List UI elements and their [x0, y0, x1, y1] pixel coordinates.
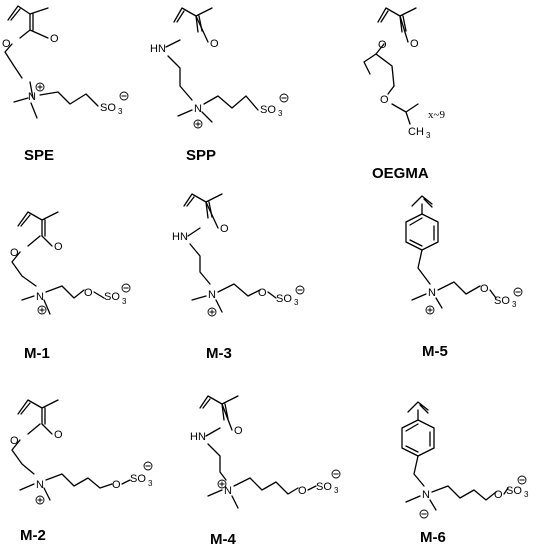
atom-hn: HN — [150, 43, 166, 55]
label-spe: SPE — [24, 147, 54, 164]
atom-o: O — [54, 241, 63, 253]
molecule-oegma: O O O CH 3 x~9 — [363, 7, 445, 140]
atom-so3-sub: 3 — [122, 297, 127, 306]
molecule-spp: O HN N SO 3 — [150, 7, 289, 129]
atom-o-link: O — [298, 485, 307, 497]
atom-hn: HN — [172, 231, 188, 243]
atom-hn: HN — [190, 431, 206, 443]
atom-so3-sub: 3 — [148, 479, 153, 488]
atom-so3: SO — [506, 485, 522, 497]
atom-o-link: O — [112, 479, 121, 491]
atom-n: N — [194, 103, 202, 115]
label-m5: M-5 — [422, 343, 448, 360]
atom-n: N — [28, 91, 36, 103]
atom-o: O — [380, 94, 389, 106]
atom-o-link: O — [84, 287, 93, 299]
atom-o-link: O — [480, 283, 489, 295]
repeat-count: x~9 — [428, 109, 445, 121]
atom-so3-sub: 3 — [512, 300, 517, 309]
atom-o: O — [10, 435, 19, 447]
atom-n: N — [36, 291, 44, 303]
atom-ch3-sub: 3 — [426, 131, 431, 140]
atom-o: O — [220, 223, 229, 235]
atom-o-link: O — [258, 287, 267, 299]
molecule-m6: N O SO 3 — [401, 401, 529, 519]
label-m2: M-2 — [20, 527, 46, 544]
atom-o-link: O — [494, 489, 503, 501]
atom-so3: SO — [494, 295, 510, 307]
atom-o: O — [410, 38, 419, 50]
atom-n: N — [428, 287, 436, 299]
atom-so3: SO — [104, 291, 120, 303]
atom-so3-sub: 3 — [334, 486, 339, 495]
label-m3: M-3 — [206, 345, 232, 362]
label-m6: M-6 — [420, 529, 446, 546]
label-m4: M-4 — [210, 531, 236, 548]
atom-n: N — [36, 479, 44, 491]
molecule-m1: O O N O SO 3 — [10, 211, 131, 315]
atom-ch3: CH — [408, 126, 424, 138]
atom-so3-sub: 3 — [278, 109, 283, 118]
atom-so3-sub: 3 — [294, 298, 299, 307]
atom-o: O — [2, 38, 11, 50]
atom-o: O — [50, 33, 59, 45]
molecule-spe: O O N SO 3 — [2, 5, 129, 119]
label-m1: M-1 — [24, 345, 50, 362]
atom-so3: SO — [100, 102, 116, 114]
atom-so3-sub: 3 — [524, 490, 529, 499]
atom-so3: SO — [276, 293, 292, 305]
atom-o: O — [234, 425, 243, 437]
molecule-m2: O O N O SO 3 — [10, 399, 153, 505]
atom-so3: SO — [130, 473, 146, 485]
molecule-m3: O HN N O SO 3 — [172, 193, 305, 317]
atom-o: O — [210, 38, 219, 50]
molecule-m5: N O SO 3 — [405, 195, 523, 315]
atom-o: O — [10, 247, 19, 259]
atom-o: O — [54, 429, 63, 441]
atom-so3-sub: 3 — [118, 107, 123, 116]
atom-n: N — [224, 485, 232, 497]
atom-n: N — [422, 489, 430, 501]
atom-so3: SO — [260, 104, 276, 116]
atom-n: N — [208, 289, 216, 301]
label-spp: SPP — [186, 147, 216, 164]
atom-o: O — [378, 39, 387, 51]
atom-so3: SO — [316, 481, 332, 493]
molecule-m4: O HN N O SO 3 — [190, 395, 341, 509]
label-oegma: OEGMA — [372, 165, 429, 182]
